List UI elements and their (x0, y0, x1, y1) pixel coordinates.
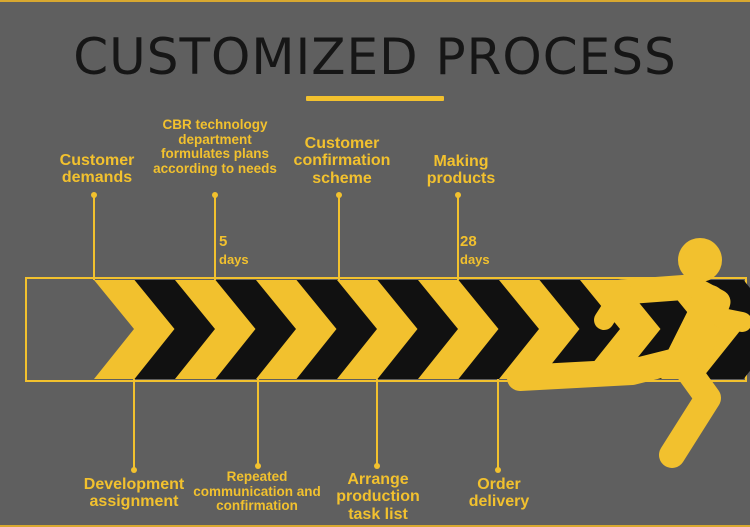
running-person-icon (507, 238, 750, 468)
step-repeated-communication: Repeated communication and confirmation (193, 469, 321, 514)
step-order-delivery: Order delivery (468, 476, 530, 511)
duration-unit: days (219, 251, 249, 267)
top-border (0, 0, 750, 2)
connector-dot (212, 192, 218, 198)
duration-5-days: 5 days (219, 232, 249, 268)
bottom-border (0, 525, 750, 527)
duration-value: 5 (219, 233, 228, 250)
connector-dot (91, 192, 97, 198)
connector-dot (455, 192, 461, 198)
step-development-assignment: Development assignment (83, 476, 185, 511)
connector-dot (495, 467, 501, 473)
connector-dot (255, 463, 261, 469)
connector-lines (91, 192, 501, 473)
step-customer-confirmation: Customer confirmation scheme (293, 135, 391, 187)
chevron-row (94, 280, 750, 379)
step-making-products: Making products (426, 153, 496, 188)
page-title: CUSTOMIZED PROCESS (73, 28, 677, 86)
connector-dot (374, 463, 380, 469)
connector-dot (131, 467, 137, 473)
step-arrange-production: Arrange production task list (336, 471, 420, 523)
connector-dot (336, 192, 342, 198)
step-plan-formulation: CBR technology department formulates pla… (153, 117, 277, 176)
title-underline (306, 96, 444, 101)
duration-unit: days (460, 251, 490, 267)
step-customer-demands: Customer demands (59, 152, 135, 187)
chevron-right-icon (701, 280, 750, 379)
duration-28-days: 28 days (460, 232, 490, 268)
duration-value: 28 (460, 233, 477, 250)
